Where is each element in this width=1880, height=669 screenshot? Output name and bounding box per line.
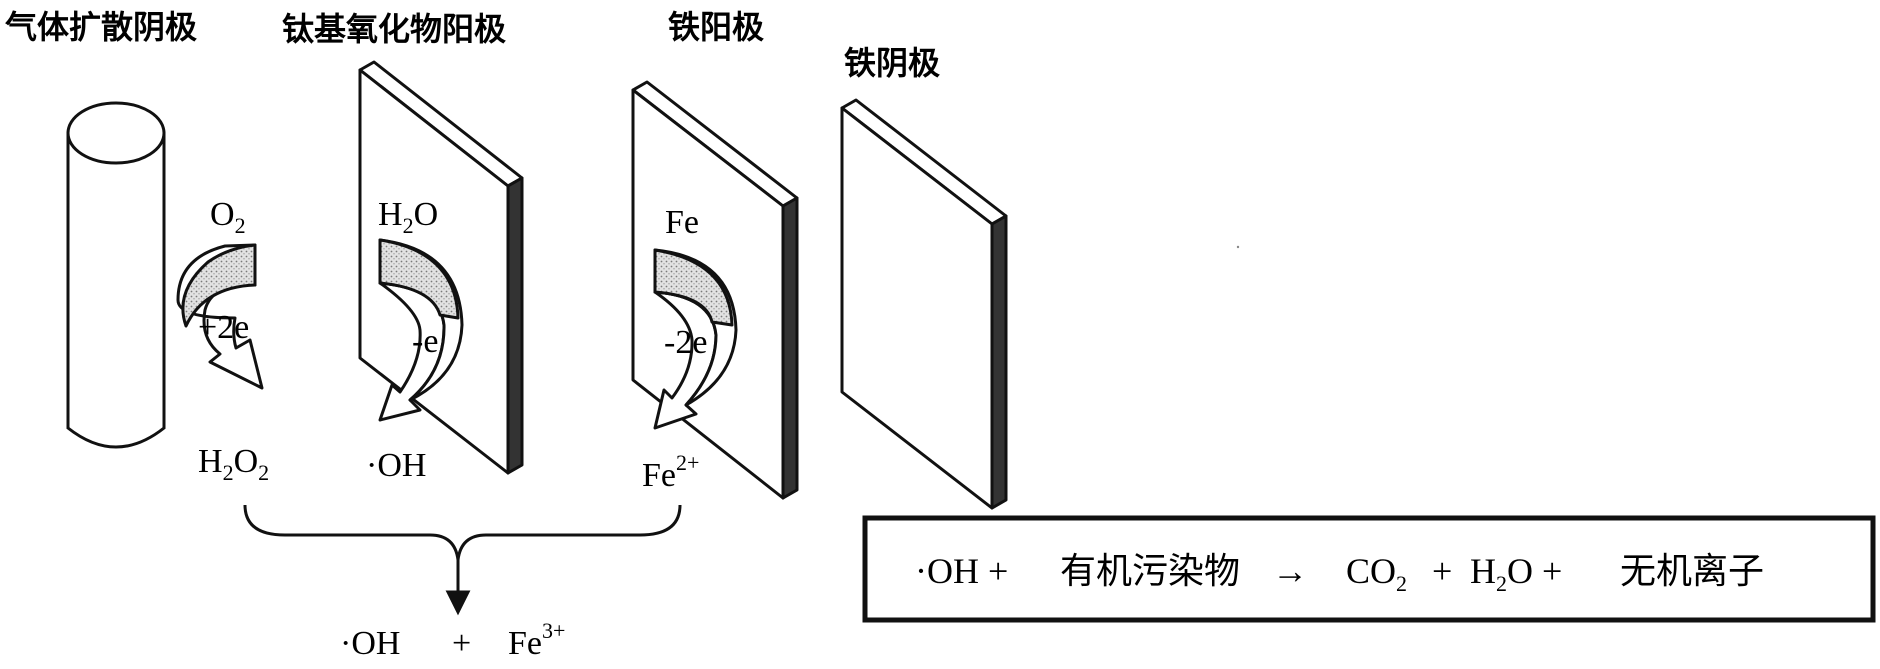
down-arrow (445, 560, 471, 616)
combined-plus: + (452, 625, 471, 662)
combined-oh-radical: ·OH (340, 625, 400, 662)
fe-anode-reaction-arrow (653, 248, 738, 430)
gas-cathode-reaction-arrow (176, 243, 264, 390)
degradation-equation: ·OH + 有机污染物 → CO2 + H2O + 无机离子 (915, 551, 1764, 596)
minus-e-label: -e (412, 323, 438, 360)
eq-inorganic-ions: 无机离子 (1620, 551, 1764, 592)
eq-organic-pollutant: 有机污染物 (1060, 551, 1240, 592)
eq-oh-plus: ·OH + (915, 551, 1008, 591)
combining-brace (243, 504, 682, 561)
o2-reactant: O2 (210, 196, 246, 238)
equation-box (862, 515, 1876, 623)
oh-radical-product: ·OH (366, 447, 426, 484)
h2o2-product: H2O2 (198, 443, 269, 485)
label-ti-oxide-anode: 钛基氧化物阳极 (282, 10, 506, 48)
ti-anode-reaction-arrow (378, 238, 464, 422)
eq-h2o: H2O + (1470, 551, 1562, 596)
eq-co2: CO2 (1346, 551, 1407, 596)
iron-cathode-plate (840, 98, 1008, 510)
eq-plus: + (1432, 551, 1452, 591)
plus-2e-label: +2e (198, 309, 249, 346)
scan-speck (1236, 245, 1240, 249)
label-iron-cathode: 铁阴极 (844, 44, 940, 82)
label-gas-diffusion-cathode: 气体扩散阴极 (5, 8, 197, 46)
fe2-product: Fe2+ (642, 450, 699, 494)
label-iron-anode: 铁阳极 (668, 8, 764, 46)
gas-diffusion-cathode-cylinder (66, 101, 166, 449)
minus-2e-label: -2e (664, 324, 707, 361)
combined-fe3: Fe3+ (508, 618, 565, 662)
fe-reactant: Fe (665, 204, 699, 241)
eq-arrow: → (1272, 551, 1308, 591)
h2o-reactant: H2O (378, 196, 438, 238)
